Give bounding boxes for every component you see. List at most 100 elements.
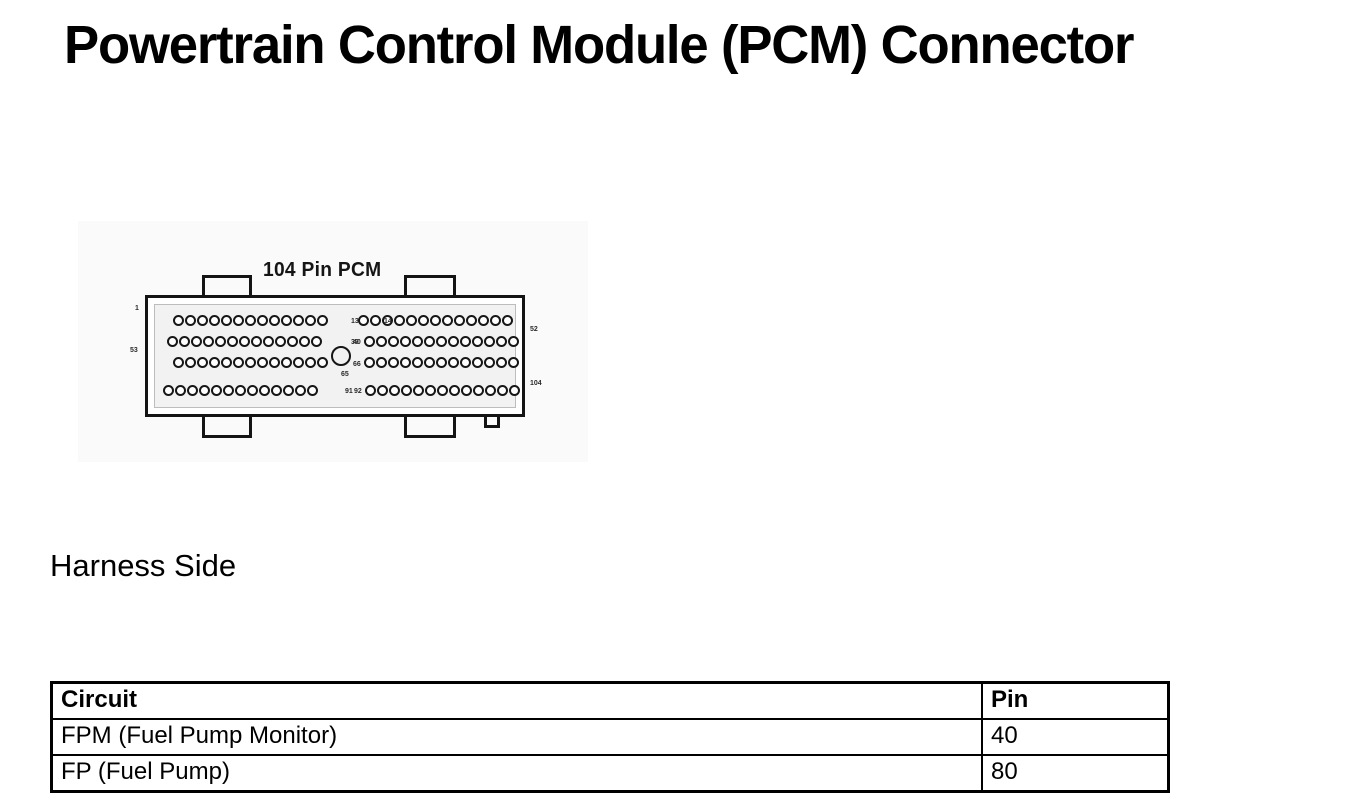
connector-pin (466, 315, 477, 326)
connector-pin (175, 385, 186, 396)
connector-pin (364, 336, 375, 347)
connector-pin (247, 385, 258, 396)
connector-pin (269, 315, 280, 326)
table-row: FP (Fuel Pump)80 (50, 754, 1170, 793)
connector-pin (203, 336, 214, 347)
connector-pin (430, 315, 441, 326)
connector-pin (167, 336, 178, 347)
pin-label-40: 40 (353, 339, 361, 346)
connector-pin (425, 385, 436, 396)
connector-pin (497, 385, 508, 396)
pin-label-65: 65 (341, 371, 349, 378)
connector-pin (424, 336, 435, 347)
connector-pin (460, 336, 471, 347)
connector-pin (382, 315, 393, 326)
pin-row-3-left (173, 357, 328, 368)
pin-label-13: 13 (351, 318, 359, 325)
connector-tab-bottom-left (202, 414, 252, 438)
pin-label-39: 39 (351, 339, 359, 346)
connector-pin (191, 336, 202, 347)
connector-pin (257, 357, 268, 368)
connector-pin (209, 315, 220, 326)
connector-pin (211, 385, 222, 396)
table-header-pin: Pin (981, 681, 1170, 720)
connector-pin (358, 315, 369, 326)
connector-pin (490, 315, 501, 326)
connector-pin (400, 336, 411, 347)
connector-pin (209, 357, 220, 368)
pin-label-53: 53 (130, 347, 138, 354)
connector-pin (442, 315, 453, 326)
table-header-row: Circuit Pin (50, 681, 1170, 720)
pin-label-104: 104 (530, 380, 542, 387)
connector-pin (484, 336, 495, 347)
connector-pin (508, 357, 519, 368)
connector-pin (221, 315, 232, 326)
pin-label-92: 92 (354, 388, 362, 395)
connector-pin (263, 336, 274, 347)
connector-pin (311, 336, 322, 347)
pcm-connector-figure: 104 Pin PCM 13 14 39 40 65 (78, 221, 588, 462)
connector-pin (293, 315, 304, 326)
pin-row-4-right (365, 385, 520, 396)
connector-pin (199, 385, 210, 396)
connector-pin (299, 336, 310, 347)
connector-pin-field: 13 14 39 40 65 66 91 92 (154, 304, 520, 408)
connector-pin (293, 357, 304, 368)
connector-pin (173, 315, 184, 326)
connector-pin (257, 315, 268, 326)
connector-pin (364, 357, 375, 368)
connector-pin (259, 385, 270, 396)
table-cell-circuit: FPM (Fuel Pump Monitor) (50, 718, 983, 756)
connector-pin (173, 357, 184, 368)
connector-pin (221, 357, 232, 368)
connector-pin (245, 315, 256, 326)
connector-pin (418, 315, 429, 326)
connector-pin (305, 315, 316, 326)
connector-pin (233, 357, 244, 368)
pin-label-14: 14 (384, 318, 392, 325)
connector-pin (478, 315, 489, 326)
connector-pin (508, 336, 519, 347)
page-title: Powertrain Control Module (PCM) Connecto… (64, 15, 1135, 75)
connector-pin (401, 385, 412, 396)
connector-pin (448, 336, 459, 347)
connector-pin (271, 385, 282, 396)
pin-label-1: 1 (135, 305, 139, 312)
connector-pin (412, 336, 423, 347)
pin-label-66: 66 (353, 361, 361, 368)
pin-row-2-left (167, 336, 322, 347)
pin-row-1-left (173, 315, 328, 326)
connector-tab-bottom-notch (484, 414, 500, 428)
connector-pin (281, 357, 292, 368)
connector-pin (235, 385, 246, 396)
connector-pin (412, 357, 423, 368)
harness-side-label: Harness Side (50, 548, 237, 583)
pin-row-4-left (163, 385, 318, 396)
connector-pin (437, 385, 448, 396)
pin-row-3-right (364, 357, 519, 368)
connector-pin (295, 385, 306, 396)
table-header-circuit: Circuit (50, 681, 983, 720)
connector-pin (436, 336, 447, 347)
connector-pin (484, 357, 495, 368)
connector-pin (400, 357, 411, 368)
connector-pin (317, 357, 328, 368)
connector-pin (223, 385, 234, 396)
connector-pin (461, 385, 472, 396)
connector-pin (233, 315, 244, 326)
pin-row-2-right (364, 336, 519, 347)
table-cell-circuit: FP (Fuel Pump) (50, 754, 983, 793)
connector-pin (376, 336, 387, 347)
connector-pin (377, 385, 388, 396)
pin-label-52: 52 (530, 326, 538, 333)
connector-pin (436, 357, 447, 368)
connector-pin (388, 357, 399, 368)
table-cell-pin: 80 (981, 754, 1170, 793)
connector-pin (370, 315, 381, 326)
connector-pin (496, 336, 507, 347)
connector-pin (317, 315, 328, 326)
connector-pin (449, 385, 460, 396)
table-row: FPM (Fuel Pump Monitor)40 (50, 718, 1170, 756)
table-cell-pin: 40 (981, 718, 1170, 756)
